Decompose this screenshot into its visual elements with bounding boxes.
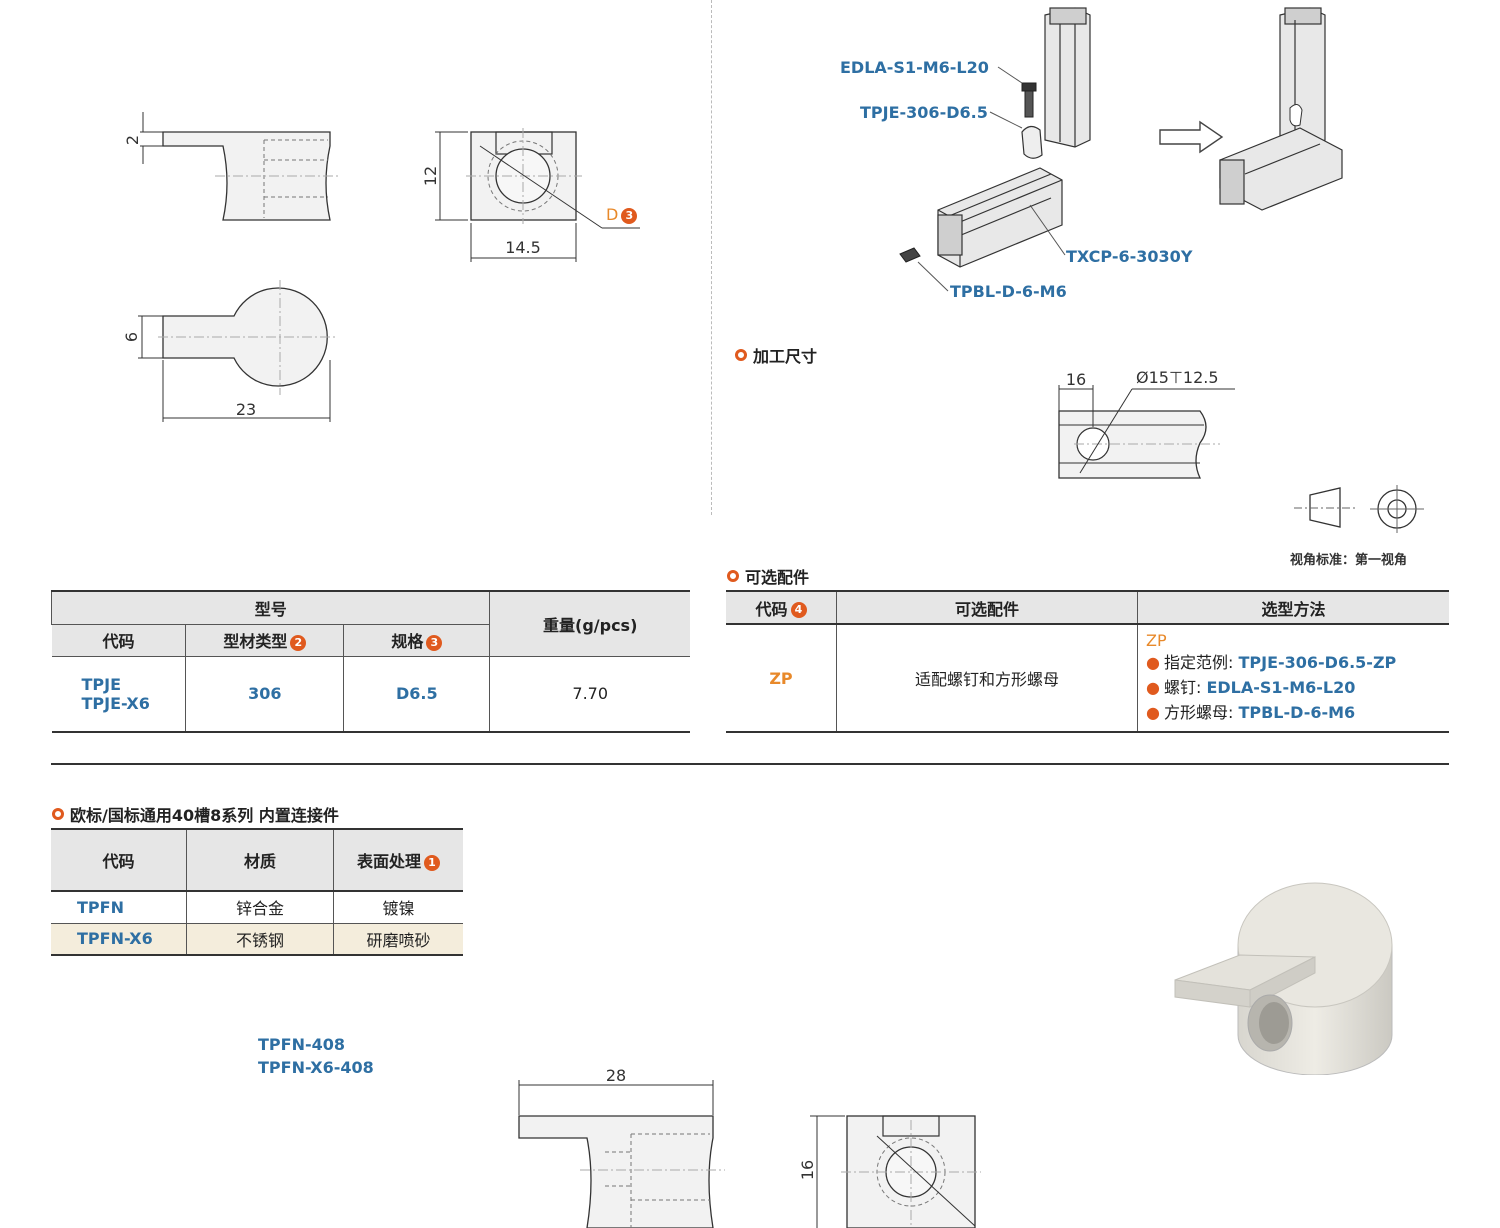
section2-title: 欧标/国标通用40槽8系列 内置连接件 [52,802,339,826]
dim-length: 23 [236,400,256,419]
model-label-2: TPFN-X6-408 [258,1058,374,1077]
label-connector: TPJE-306-D6.5 [860,103,988,122]
header-opt-method: 选型方法 [1137,590,1449,625]
circle-bullet-icon [52,808,64,820]
label-nut: TPBL-D-6-M6 [950,282,1067,301]
dim-length-2: 28 [606,1066,626,1085]
cell-code: TPJE TPJE-X6 [51,655,187,733]
dim-width: 14.5 [505,238,541,257]
section-separator [51,763,1449,765]
cell-mat-code-1: TPFN [51,890,187,924]
cell-profile-type: 306 [185,655,345,733]
header-mat-code: 代码 [51,828,187,892]
cell-surface-2: 研磨喷砂 [333,922,463,956]
dim-thickness: 2 [123,135,142,145]
header-model: 型号 [50,590,491,625]
badge-2: 2 [290,634,307,651]
optional-title: 可选配件 [727,564,809,588]
view-standard: 视角标准：第一视角 [1290,553,1408,568]
dim-height: 12 [421,166,440,186]
circle-bullet-icon [735,349,747,361]
machining-drawing: 16 Ø15⊤12.5 [1058,368,1235,479]
label-profile: TXCP-6-3030Y [1066,247,1193,266]
header-weight: 重量(g/pcs) [489,590,690,657]
connector-drawing-tpje: 2 12 14.5 6 23 [122,112,640,422]
connector-3d-render [1174,882,1393,1075]
model-label-1: TPFN-408 [258,1035,345,1054]
section-divider [711,0,712,515]
circle-bullet-icon [727,570,739,582]
dim-height-2: 16 [798,1160,817,1180]
dim-hole: Ø15⊤12.5 [1136,368,1219,387]
header-material: 材质 [186,828,334,892]
cell-material-2: 不锈钢 [186,922,334,956]
assembly-illustration [899,7,1343,292]
connector-drawing-tpfn: 28 16 [518,1066,981,1228]
cell-opt-code: ZP [726,623,837,733]
header-opt-acc: 可选配件 [836,590,1138,625]
dim-neck: 6 [122,332,141,342]
badge-4: 4 [790,602,807,618]
badge-3b: 3 [426,634,443,651]
cell-weight: 7.70 [489,655,690,733]
cell-material-1: 锌合金 [186,890,334,924]
header-code: 代码 [51,623,187,657]
label-screw: EDLA-S1-M6-L20 [840,58,989,77]
cell-mat-code-2: TPFN-X6 [51,922,187,956]
badge-3: 3 [621,207,638,224]
cell-opt-acc: 适配螺钉和方形螺母 [836,623,1138,733]
machining-title: 加工尺寸 [735,343,817,367]
cell-opt-method: ZP ●指定范例: TPJE-306-D6.5-ZP ●螺钉: EDLA-S1-… [1137,623,1449,733]
cell-spec: D6.5 [343,655,491,733]
dim-offset: 16 [1066,370,1086,389]
first-angle-view-icon [1294,485,1424,533]
badge-1: 1 [424,854,440,871]
cell-surface-1: 镀镍 [333,890,463,924]
